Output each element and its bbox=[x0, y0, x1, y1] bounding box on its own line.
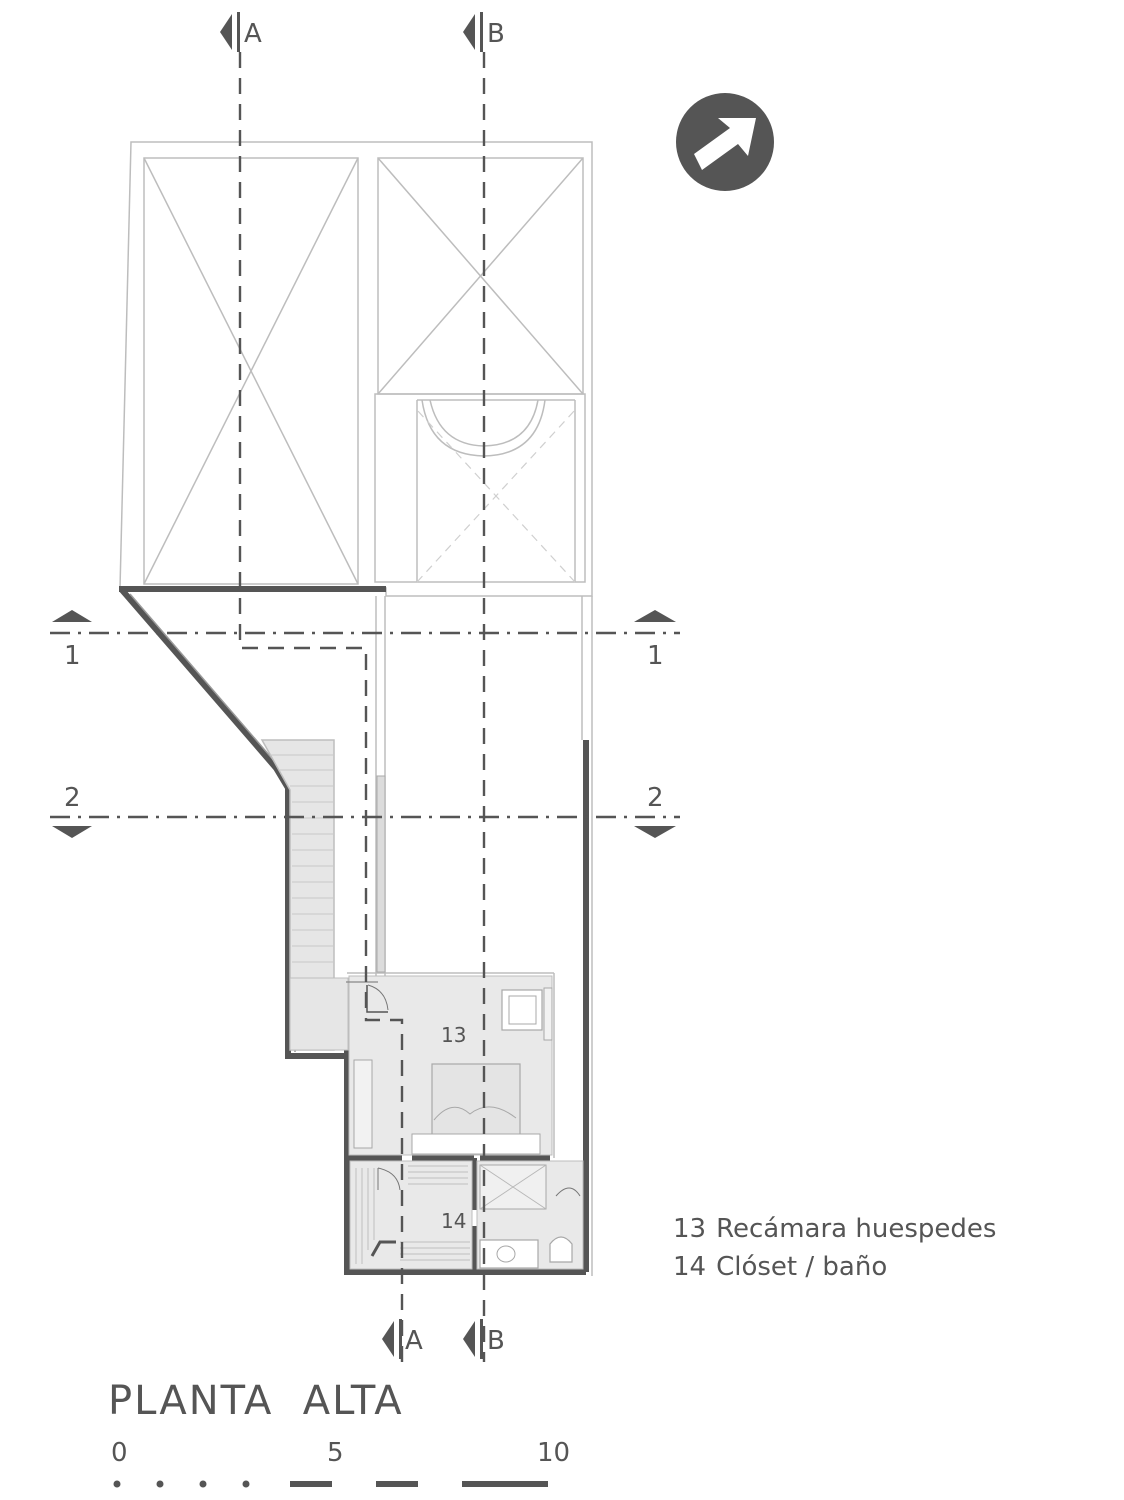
room-legend: 13 Recámara huespedes 14 Clóset / baño bbox=[673, 1210, 996, 1286]
hatched-partition bbox=[376, 775, 386, 973]
section-b-bottom: B bbox=[487, 1326, 505, 1356]
room-14-closet-bath bbox=[349, 1160, 584, 1270]
bed bbox=[431, 1063, 521, 1139]
toilet bbox=[549, 1236, 573, 1263]
scale-label-0: 0 bbox=[111, 1438, 128, 1468]
staircase bbox=[260, 739, 349, 1051]
plan-title: PLANTA ALTA bbox=[108, 1378, 404, 1424]
room-14-label: 14 bbox=[441, 1209, 466, 1233]
section-1-left: 1 bbox=[64, 641, 81, 671]
section-arrow-heads bbox=[52, 12, 676, 1359]
section-b-top: B bbox=[487, 19, 505, 49]
section-a-top: A bbox=[244, 19, 262, 49]
legend-item: 13 Recámara huespedes bbox=[673, 1210, 996, 1248]
legend-item-label: Recámara huespedes bbox=[716, 1214, 997, 1244]
legend-item-number: 14 bbox=[673, 1252, 707, 1282]
north-arrow-icon bbox=[676, 93, 774, 191]
bed-bench bbox=[411, 1133, 541, 1155]
legend-item: 14 Clóset / baño bbox=[673, 1248, 996, 1286]
scale-label-5: 5 bbox=[327, 1438, 344, 1468]
side-shelf bbox=[543, 987, 553, 1041]
legend-item-label: Clóset / baño bbox=[716, 1252, 888, 1282]
section-a-bottom: A bbox=[405, 1326, 423, 1356]
legend-item-number: 13 bbox=[673, 1214, 707, 1244]
diagonal-wall-inner bbox=[129, 593, 296, 1052]
scale-bar bbox=[113, 1480, 548, 1488]
room-13-bedroom bbox=[346, 975, 553, 1156]
room-13-label: 13 bbox=[441, 1023, 466, 1047]
section-cut-lines bbox=[238, 52, 486, 1362]
upper-void-area bbox=[119, 141, 593, 597]
void-diagonals-dashed bbox=[416, 409, 576, 583]
section-2-right: 2 bbox=[647, 783, 664, 813]
sink bbox=[479, 1239, 539, 1269]
scale-label-10: 10 bbox=[537, 1438, 570, 1468]
wardrobe bbox=[353, 1059, 373, 1149]
section-2-left: 2 bbox=[64, 783, 81, 813]
section-1-right: 1 bbox=[647, 641, 664, 671]
